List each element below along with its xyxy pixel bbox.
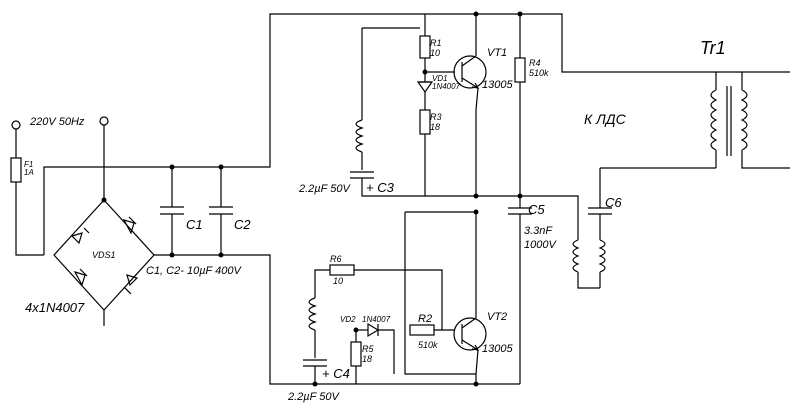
label-lamp-note: К ЛДС <box>584 111 627 127</box>
label-fuse-ref: F1 <box>24 160 33 169</box>
fuse-f1 <box>10 157 22 183</box>
label-r3: R3 <box>430 112 442 122</box>
label-c6: C6 <box>605 195 622 210</box>
label-c4-val: 2.2µF 50V <box>287 391 340 403</box>
label-c5: C5 <box>528 202 545 217</box>
label-mains: 220V 50Hz <box>29 116 85 128</box>
label-r5: R5 <box>362 344 374 354</box>
labels: 220V 50Hz F1 1A VDS1 4x1N4007 C1 C2 C1, … <box>24 38 726 403</box>
label-vt1: VT1 <box>487 47 507 59</box>
label-c3: + C3 <box>366 180 395 195</box>
output-section <box>508 72 790 384</box>
label-r1-val: 10 <box>430 48 440 58</box>
label-r2: R2 <box>418 313 432 325</box>
label-r4-val: 510k <box>529 68 549 78</box>
label-r2-val: 510k <box>418 340 438 350</box>
label-r5-val: 18 <box>362 354 372 364</box>
label-vt1-val: 13005 <box>482 79 513 91</box>
label-r1: R1 <box>430 38 442 48</box>
label-vd1-val: 1N4007 <box>432 82 461 91</box>
label-r3-val: 18 <box>430 122 440 132</box>
label-vd2-val: 1N4007 <box>362 315 391 324</box>
label-bridge-diodes: 4x1N4007 <box>25 300 85 315</box>
label-vt2-val: 13005 <box>482 343 513 355</box>
bridge-rectifier-vds1 <box>43 13 790 385</box>
mains-input <box>11 116 109 256</box>
label-vt2: VT2 <box>487 311 507 323</box>
label-c5-val1: 3.3nF <box>524 225 553 237</box>
junction-dots <box>101 11 523 387</box>
label-fuse-val: 1A <box>24 168 34 177</box>
label-r4: R4 <box>529 58 541 68</box>
label-r6: R6 <box>330 254 342 264</box>
capacitor-c1 <box>160 167 184 255</box>
capacitor-c2 <box>209 167 233 255</box>
label-c5-val2: 1000V <box>524 239 557 251</box>
label-c4: + C4 <box>322 366 350 381</box>
label-transformer: Tr1 <box>700 38 726 58</box>
label-r6-val: 10 <box>333 276 343 286</box>
label-c12-note: C1, C2- 10µF 400V <box>146 265 242 277</box>
label-vd1: VD1 <box>432 74 448 83</box>
label-bridge: VDS1 <box>92 250 116 260</box>
label-vd2: VD2 <box>340 315 356 324</box>
label-c2: C2 <box>234 217 251 232</box>
lower-drive-circuit <box>303 211 487 384</box>
label-c3-val: 2.2µF 50V <box>298 183 351 195</box>
label-c1: C1 <box>186 217 203 232</box>
